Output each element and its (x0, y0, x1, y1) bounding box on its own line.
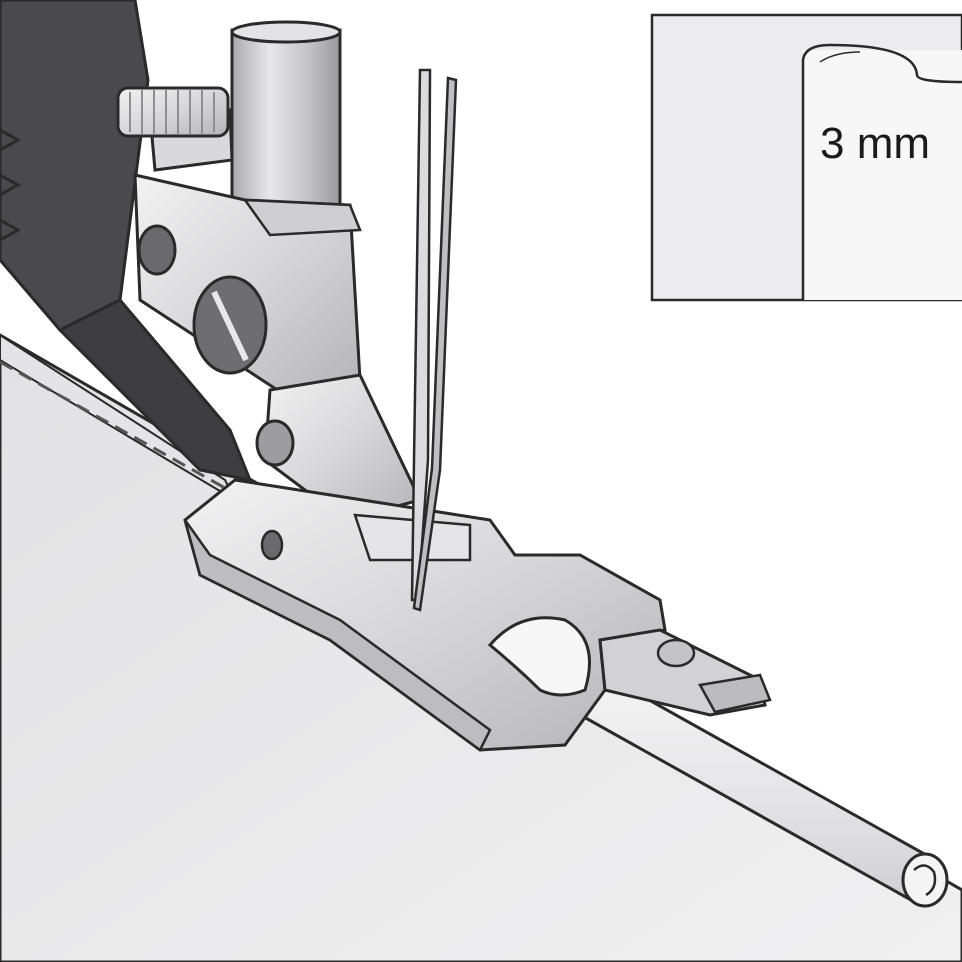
presser-bar (230, 20, 342, 232)
inset-detail: 3 mm (650, 13, 962, 302)
machine-arm (0, 0, 253, 483)
foot-shank (133, 173, 362, 397)
twin-needle-icon (410, 68, 458, 612)
slotted-screw-icon (192, 275, 268, 375)
measurement-label: 3 mm (820, 119, 930, 168)
thumb-screw-icon (116, 86, 234, 172)
rolled-edge-icon (801, 43, 962, 84)
rolled-hem-presser-foot-icon (183, 478, 772, 752)
